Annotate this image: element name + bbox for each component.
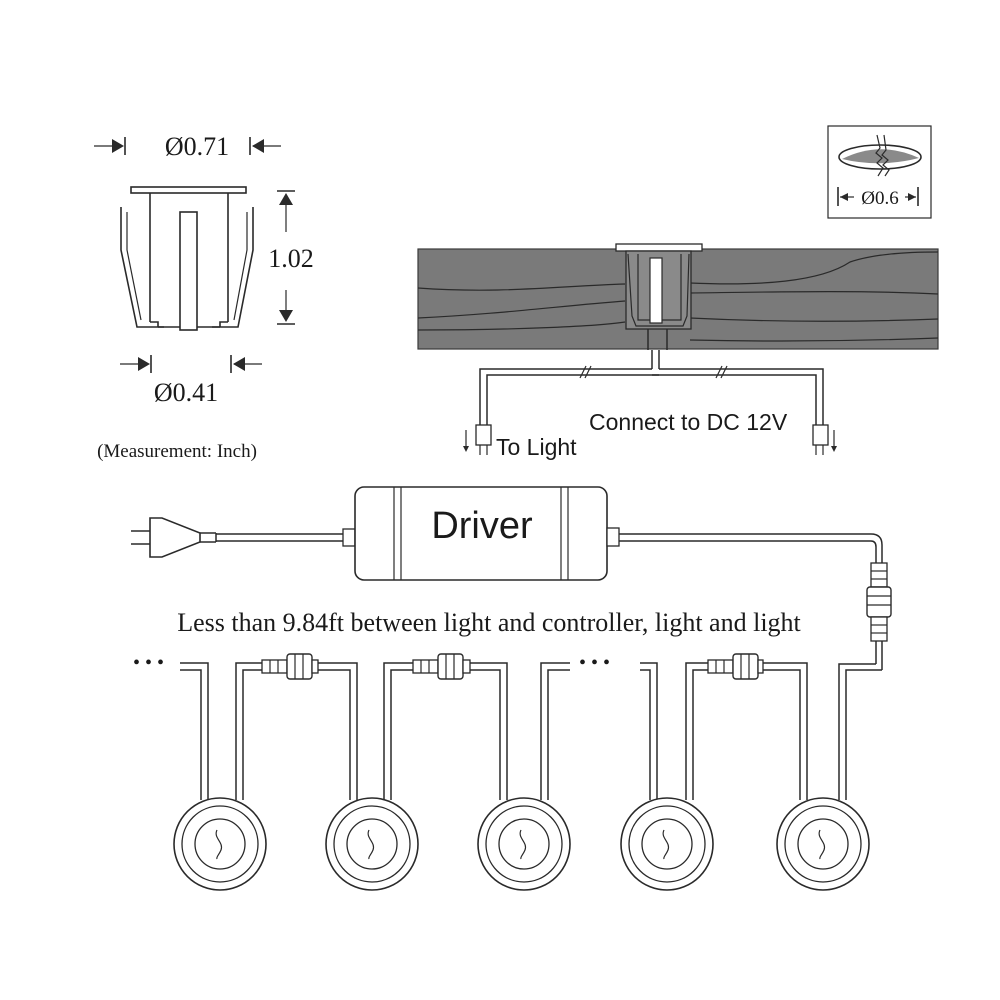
lamp-icon — [215, 829, 223, 860]
lamp-icon — [367, 829, 375, 860]
chain-connector-2 — [412, 653, 471, 680]
power-plug — [131, 517, 356, 558]
connect-dc-label: Connect to DC 12V — [589, 409, 788, 435]
height-dimension: 1.02 — [268, 190, 314, 325]
lamp-icon — [519, 829, 527, 860]
measurement-unit-note: (Measurement: Inch) — [97, 441, 257, 462]
lamp-icon — [662, 829, 670, 860]
bottom-diameter-label: Ø0.41 — [154, 378, 218, 407]
ellipsis-middle: • • • — [579, 652, 610, 674]
top-diameter-label: Ø0.71 — [165, 132, 229, 161]
ellipsis-left: • • • — [133, 652, 164, 674]
distance-note: Less than 9.84ft between light and contr… — [177, 608, 801, 637]
height-label: 1.02 — [268, 244, 314, 273]
deck-light-1 — [173, 797, 267, 891]
driver-output-cable — [606, 527, 892, 670]
driver-label: Driver — [431, 505, 533, 547]
installed-light — [463, 243, 837, 455]
bottom-diameter-dimension: Ø0.41 — [120, 355, 262, 407]
deck-light-3 — [477, 797, 571, 891]
deck-light-5 — [776, 797, 870, 891]
lamp-icon — [818, 829, 826, 860]
to-light-label: To Light — [496, 434, 577, 460]
light-chain-wires — [180, 662, 882, 800]
deck-light-2 — [325, 797, 419, 891]
driver-box: Driver — [354, 486, 608, 581]
hole-diameter-label: Ø0.6 — [861, 188, 898, 209]
top-diameter-dimension: Ø0.71 — [94, 132, 281, 161]
deck-light-4 — [620, 797, 714, 891]
hole-detail: Ø0.6 — [827, 125, 932, 219]
chain-connector-1 — [261, 653, 319, 680]
chain-connector-3 — [707, 653, 764, 680]
light-profile-drawing — [120, 186, 254, 331]
